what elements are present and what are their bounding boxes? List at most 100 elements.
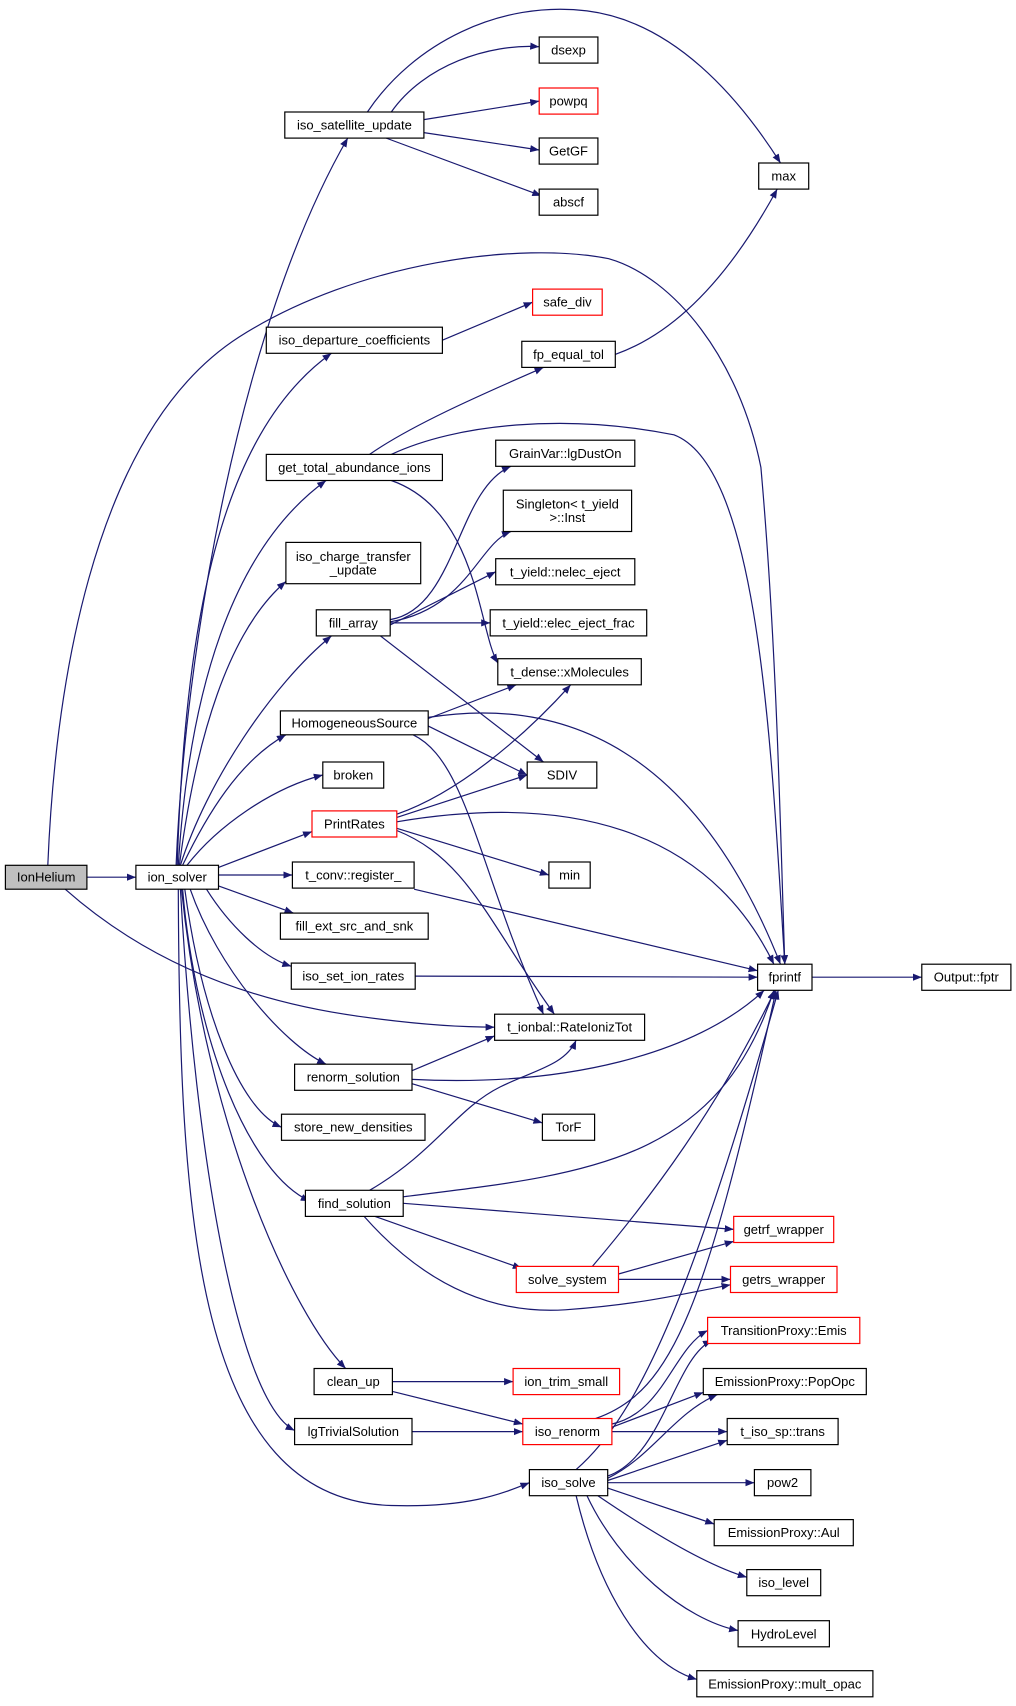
node-transitionproxy_emis[interactable]: TransitionProxy::Emis (706, 1316, 861, 1345)
node-box (746, 1568, 822, 1597)
node-iso_level[interactable]: iso_level (746, 1568, 822, 1597)
node-homogeneoussource[interactable]: HomogeneousSource (279, 710, 429, 736)
node-getgf[interactable]: GetGF (538, 137, 599, 165)
node-box (285, 541, 422, 585)
node-getrs_wrapper[interactable]: getrs_wrapper (729, 1265, 838, 1294)
node-safe_div[interactable]: safe_div (531, 288, 603, 316)
node-store_new_densities[interactable]: store_new_densities (280, 1113, 426, 1141)
node-iso_solve[interactable]: iso_solve (528, 1468, 609, 1497)
edge-iso_renorm-to-fprintf (595, 990, 778, 1420)
edge-iso_satellite_update-to-powpq (423, 98, 540, 121)
edge-line (411, 1035, 495, 1072)
node-renorm_solution[interactable]: renorm_solution (294, 1063, 413, 1091)
edge-homogeneoussource-to-rateioniztot (412, 734, 545, 1015)
node-nelec_eject[interactable]: t_yield::nelec_eject (495, 558, 636, 586)
node-fill_array[interactable]: fill_array (315, 609, 391, 637)
edge-line (413, 888, 758, 973)
node-solve_system[interactable]: solve_system (515, 1265, 620, 1294)
node-label: iso_satellite_update (297, 118, 412, 133)
node-label: solve_system (528, 1272, 607, 1287)
node-abscf[interactable]: abscf (538, 188, 599, 216)
edge-printrates-to-rateioniztot (396, 829, 555, 1015)
edge-line (403, 1202, 734, 1233)
node-rateioniztot[interactable]: t_ionbal::RateIonizTot (494, 1013, 646, 1041)
edge-line (403, 990, 775, 1198)
node-iso_satellite_update[interactable]: iso_satellite_update (284, 111, 425, 139)
node-get_total_abundance_ions[interactable]: get_total_abundance_ions (265, 453, 443, 482)
node-iso_departure_coefficients[interactable]: iso_departure_coefficients (265, 326, 443, 354)
node-box (279, 710, 429, 736)
node-lgtrivialsolution[interactable]: lgTrivialSolution (294, 1417, 413, 1446)
node-iso_charge_transfer_update[interactable]: iso_charge_transfer_update (285, 541, 422, 585)
node-hydrolevel[interactable]: HydroLevel (737, 1620, 830, 1648)
edge-line (374, 1215, 523, 1270)
node-powpq[interactable]: powpq (538, 87, 599, 115)
node-t_conv_register[interactable]: t_conv::register_ (291, 861, 415, 889)
node-label: fill_array (329, 615, 379, 630)
edge-line (366, 8, 782, 164)
edge-fill_array-to-sdiv (380, 635, 544, 763)
edge-line (411, 1083, 543, 1124)
node-label: iso_charge_transfer (296, 549, 412, 564)
edge-iso_renorm-to-emissionproxy_popopc (611, 1391, 704, 1428)
node-pow2[interactable]: pow2 (753, 1468, 812, 1497)
node-iso_set_ion_rates[interactable]: iso_set_ion_rates (290, 962, 416, 990)
edge-ionhelium-to-rateioniztot (64, 888, 495, 1031)
node-iso_renorm[interactable]: iso_renorm (522, 1417, 613, 1446)
edge-line (423, 98, 540, 121)
node-grainvar_lgduston[interactable]: GrainVar::lgDustOn (495, 439, 636, 467)
node-fprintf[interactable]: fprintf (756, 963, 813, 991)
edge-ion_solver-to-iso_set_ion_rates (205, 888, 292, 967)
node-fill_ext_src_and_snk[interactable]: fill_ext_src_and_snk (279, 912, 429, 940)
node-label: >::Inst (550, 510, 586, 525)
node-singleton_inst[interactable]: Singleton< t_yield>::Inst (502, 489, 633, 533)
edge-iso_departure_coefficients-to-safe_div (442, 301, 533, 341)
edge-iso_solve-to-t_iso_sp_trans (607, 1439, 728, 1482)
node-dsexp[interactable]: dsexp (538, 36, 599, 64)
node-label: fill_ext_src_and_snk (296, 919, 414, 934)
node-torf[interactable]: TorF (541, 1113, 596, 1141)
node-emissionproxy_popopc[interactable]: EmissionProxy::PopOpc (702, 1367, 867, 1396)
edge-iso_satellite_update-to-dsexp (390, 42, 540, 113)
node-getrf_wrapper[interactable]: getrf_wrapper (733, 1215, 835, 1244)
node-box (541, 1113, 596, 1141)
edge-iso_solve-to-iso_level (597, 1495, 747, 1579)
edge-line (607, 1439, 728, 1482)
node-box (311, 810, 398, 838)
edge-line (611, 1329, 708, 1425)
edge-ion_solver-to-store_new_densities (184, 889, 282, 1128)
node-sdiv[interactable]: SDIV (526, 761, 598, 789)
edge-iso_set_ion_rates-to-fprintf (415, 973, 758, 981)
node-printrates[interactable]: PrintRates (311, 810, 398, 838)
edge-line (189, 889, 327, 1065)
node-output_fptr[interactable]: Output::fptr (921, 963, 1012, 991)
node-find_solution[interactable]: find_solution (304, 1189, 404, 1218)
edge-line (575, 1495, 697, 1681)
node-ion_solver[interactable]: ion_solver (135, 864, 220, 890)
node-emissionproxy_aul[interactable]: EmissionProxy::Aul (713, 1518, 854, 1547)
node-box (284, 111, 425, 139)
node-elec_eject_frac[interactable]: t_yield::elec_eject_frac (489, 609, 648, 637)
edge-line (218, 831, 313, 868)
node-max[interactable]: max (758, 162, 810, 190)
node-emissionproxy_mult_opac[interactable]: EmissionProxy::mult_opac (696, 1670, 874, 1698)
node-label: fprintf (769, 970, 802, 985)
node-label: iso_solve (541, 1475, 595, 1490)
node-t_iso_sp_trans[interactable]: t_iso_sp::trans (726, 1417, 839, 1446)
node-box (265, 326, 443, 354)
node-ion_trim_small[interactable]: ion_trim_small (512, 1367, 621, 1396)
node-clean_up[interactable]: clean_up (313, 1367, 394, 1396)
node-xmolecules[interactable]: t_dense::xMolecules (497, 658, 642, 686)
node-box (713, 1518, 854, 1547)
edge-ion_solver-to-broken (186, 773, 323, 866)
edge-line (176, 352, 332, 866)
edge-printrates-to-fprintf (396, 811, 775, 965)
node-broken[interactable]: broken (322, 761, 385, 789)
node-label: abscf (553, 195, 584, 210)
edge-get_total_abundance_ions-to-xmolecules (391, 479, 499, 664)
node-fp_equal_tol[interactable]: fp_equal_tol (521, 340, 616, 368)
node-min[interactable]: min (548, 861, 591, 889)
edge-homogeneoussource-to-sdiv (428, 725, 528, 776)
edge-fill_array-to-singleton_inst (390, 530, 512, 623)
edge-line (184, 889, 282, 1128)
